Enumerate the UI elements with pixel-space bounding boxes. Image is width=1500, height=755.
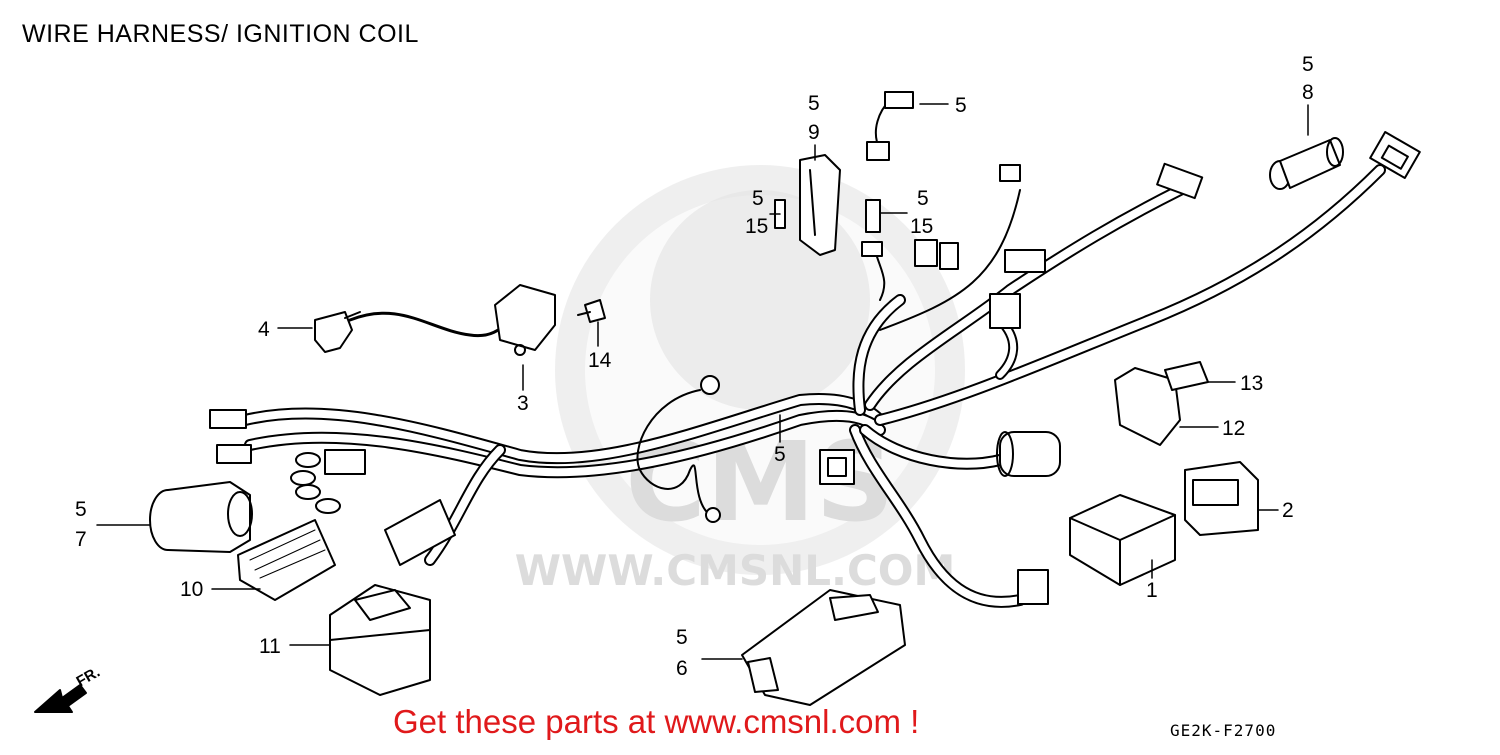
part-11-battery-case: [329, 584, 431, 696]
connector-lower: [1017, 569, 1049, 605]
callout-13: 13: [1240, 372, 1264, 395]
callout-15: 15: [910, 215, 934, 238]
part-6-rubber-cover: [741, 589, 906, 706]
fuse-clip-connectors: [861, 91, 1021, 329]
callout-8: 8: [1302, 81, 1314, 104]
callout-5: 5: [808, 92, 820, 115]
part-13-connector: [1164, 361, 1209, 391]
part-1-cdi-unit: [1069, 494, 1176, 586]
callout-5: 5: [1302, 53, 1314, 76]
callout-10: 10: [180, 578, 204, 601]
callout-12: 12: [1222, 417, 1246, 440]
footer-link-text[interactable]: Get these parts at www.cmsnl.com !: [393, 703, 920, 740]
part-9-fuse-holder: [799, 154, 841, 256]
bullet-connectors: [290, 449, 366, 514]
callout-1: 1: [1146, 579, 1158, 602]
callout-5: 5: [955, 94, 967, 117]
diagram-title: WIRE HARNESS/ IGNITION COIL: [22, 20, 419, 48]
part-4-plug-cap: [314, 311, 361, 353]
part-2-cover: [1184, 461, 1259, 536]
callout-2: 2: [1282, 499, 1294, 522]
connector-left: [209, 409, 252, 464]
callout-9: 9: [808, 121, 820, 144]
callout-15: 15: [745, 215, 769, 238]
connector-upper: [999, 162, 1204, 273]
part-12-relay: [1114, 367, 1181, 446]
diagram-code: GE2K-F2700: [1170, 721, 1277, 740]
part-7-boot: [149, 481, 253, 553]
ground-terminal: [700, 375, 721, 523]
callout-11: 11: [259, 635, 281, 658]
callout-6: 6: [676, 657, 688, 680]
callout-5: 5: [774, 443, 786, 466]
callout-5: 5: [75, 498, 87, 521]
part-14-bolt: [577, 299, 606, 323]
callout-7: 7: [75, 528, 87, 551]
leader-lines: [96, 103, 1309, 660]
callout-5: 5: [917, 187, 929, 210]
callout-4: 4: [258, 318, 270, 341]
square-connector: [819, 449, 855, 485]
callout-3: 3: [517, 392, 529, 415]
wire-harness: [239, 99, 1386, 608]
callout-5: 5: [676, 626, 688, 649]
forward-direction-arrow: [34, 684, 87, 713]
part-3-ignition-coil: [494, 284, 556, 356]
multipin-connector: [384, 499, 456, 566]
round-relay: [996, 431, 1061, 477]
part-8-plug: [1269, 137, 1344, 190]
callout-14: 14: [588, 349, 612, 372]
watermark-url-text: WWW.CMSNL.COM: [515, 546, 956, 595]
callout-5: 5: [752, 187, 764, 210]
connector-top-right: [1369, 131, 1421, 179]
part-10-connector-block: [237, 519, 336, 601]
part-15-fuse-right: [865, 199, 881, 233]
